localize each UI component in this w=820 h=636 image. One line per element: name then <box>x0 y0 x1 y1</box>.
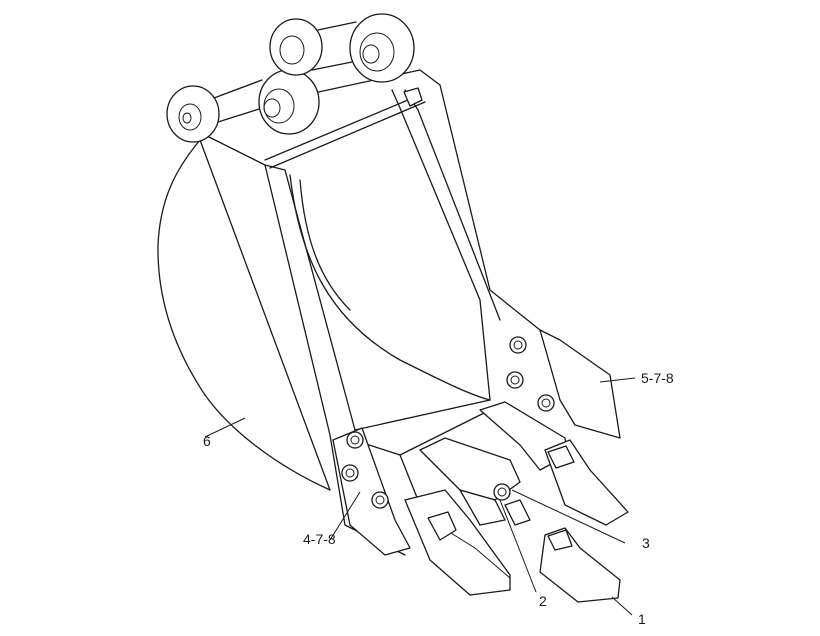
bolt-head <box>346 431 364 449</box>
callout-6: 6 <box>203 433 211 449</box>
side-cutter-right <box>506 329 621 439</box>
tooth-right <box>479 401 629 526</box>
bolt-head <box>341 464 359 482</box>
callout-2: 2 <box>539 593 547 609</box>
callout-4-7-8: 4-7-8 <box>303 531 336 547</box>
side-cutter-left <box>332 427 411 556</box>
tooth-tip-loose <box>539 527 621 603</box>
tooth-middle-adapter <box>419 437 531 526</box>
bolt-head <box>371 491 389 509</box>
leader-lines <box>204 377 636 616</box>
bolt-head <box>509 336 527 354</box>
callout-1: 1 <box>638 611 646 627</box>
bolt-head <box>537 394 555 412</box>
callout-3: 3 <box>642 535 650 551</box>
bolt-head <box>506 371 524 389</box>
hinge-bosses <box>166 13 415 143</box>
callout-5-7-8: 5-7-8 <box>641 370 674 386</box>
tooth-left <box>404 489 511 596</box>
